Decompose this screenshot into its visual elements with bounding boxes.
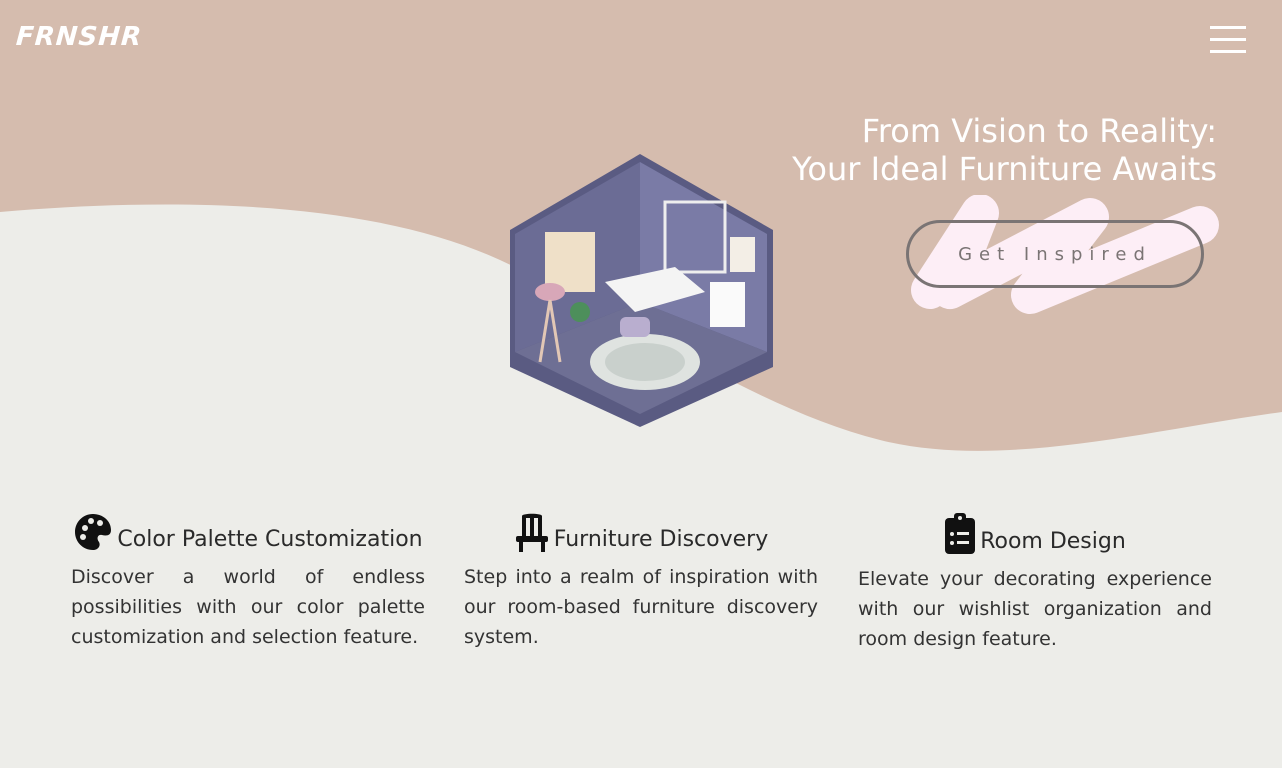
feature-description: Discover a world of endless possibilitie… (71, 566, 425, 648)
hero-title-line1: From Vision to Reality: (861, 112, 1217, 150)
feature-description: Elevate your decorating experience with … (858, 568, 1212, 650)
scribble-decoration (911, 195, 1219, 314)
clipboard-list-icon (945, 513, 976, 554)
feature-color-palette: Color Palette Customization Discover a w… (71, 512, 425, 652)
logo[interactable]: FRNSHR (14, 22, 144, 52)
feature-description: Step into a realm of inspiration with ou… (464, 566, 818, 648)
hero-title-line2: Your Ideal Furniture Awaits (792, 150, 1217, 188)
hamburger-menu-button[interactable] (1210, 26, 1246, 54)
feature-furniture-discovery: Furniture Discovery Step into a realm of… (464, 512, 818, 652)
feature-title: Room Design (858, 512, 1212, 564)
feature-title: Color Palette Customization (71, 512, 425, 562)
isometric-room-illustration (510, 154, 773, 427)
feature-title-text: Room Design (980, 529, 1126, 554)
feature-title: Furniture Discovery (464, 512, 818, 562)
palette-icon (75, 514, 112, 550)
feature-room-design: Room Design Elevate your decorating expe… (858, 512, 1212, 654)
feature-title-text: Furniture Discovery (553, 527, 769, 552)
feature-title-text: Color Palette Customization (117, 527, 423, 552)
hero-title: From Vision to Reality: Your Ideal Furni… (792, 112, 1217, 188)
get-inspired-button[interactable]: Get Inspired (906, 220, 1204, 288)
chair-icon (515, 513, 548, 552)
